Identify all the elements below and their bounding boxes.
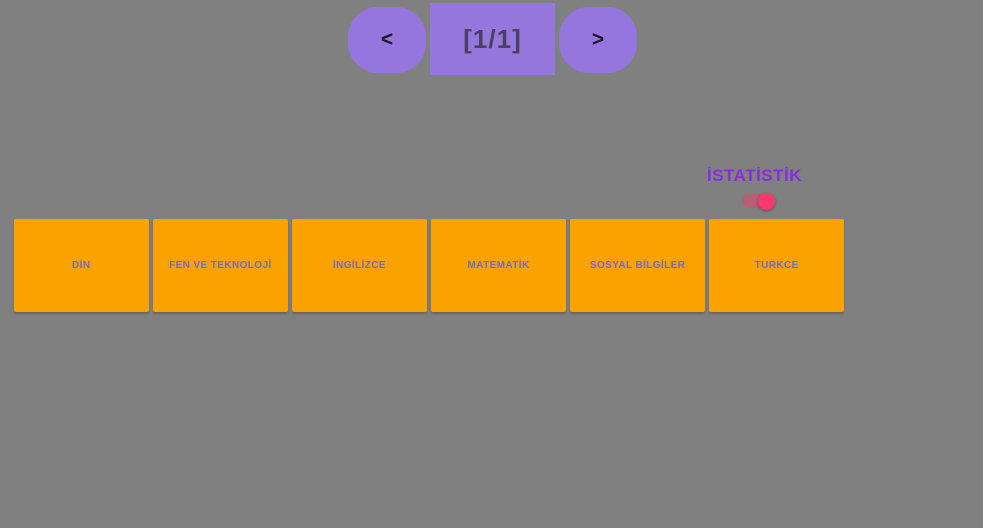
chevron-left-icon: < <box>380 28 394 51</box>
previous-page-button[interactable]: < <box>348 7 426 73</box>
subject-button-matematik[interactable]: MATEMATİK <box>431 219 566 312</box>
subject-button-ingilizce[interactable]: İNGİLİZCE <box>292 219 427 312</box>
chevron-right-icon: > <box>591 28 605 51</box>
subject-button-fen-ve-teknoloji[interactable]: FEN VE TEKNOLOJİ <box>153 219 288 312</box>
page-indicator: [1/1] <box>430 3 555 75</box>
subject-button-turkce[interactable]: TURKCE <box>709 219 844 312</box>
toggle-thumb-icon <box>758 193 775 210</box>
next-page-button[interactable]: > <box>559 7 637 73</box>
statistics-toggle[interactable] <box>742 193 775 210</box>
statistics-label: İSTATİSTİK <box>707 166 803 185</box>
subject-button-sosyal-bilgiler[interactable]: SOSYAL BİLGİLER <box>570 219 705 312</box>
subject-button-din[interactable]: DİN <box>14 219 149 312</box>
subject-button-row: DİN FEN VE TEKNOLOJİ İNGİLİZCE MATEMATİK… <box>14 219 844 312</box>
